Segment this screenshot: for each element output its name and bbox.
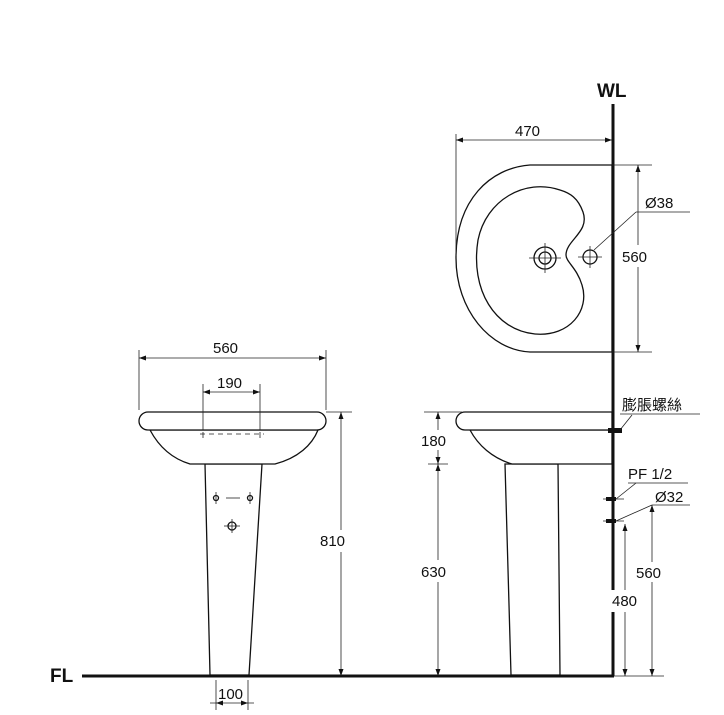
side-view: 膨脹螺絲 PF 1/2 Ø32 180 630 480 [419, 397, 700, 677]
dim-drain-dia: Ø32 [655, 489, 683, 506]
basin-bowl-top [476, 186, 585, 335]
dim-drain-height: 480 [612, 593, 637, 610]
front-bowl [148, 429, 319, 465]
drain-fitting-label: PF 1/2 [628, 466, 672, 483]
anchor-bolt-label: 膨脹螺絲 [622, 397, 682, 414]
side-bowl [468, 429, 613, 465]
front-basin-rim [138, 411, 327, 431]
side-pedestal [504, 463, 561, 676]
dim-pedestal-width: 100 [218, 686, 243, 703]
floor-line-label: FL [50, 666, 74, 687]
dim-tap-hole: Ø38 [645, 195, 673, 212]
front-view: 560 190 810 100 [138, 340, 358, 710]
top-view: 470 560 Ø38 [455, 123, 690, 353]
dim-top-width: 470 [515, 123, 540, 140]
front-pedestal [204, 463, 263, 676]
side-basin-rim [455, 411, 613, 431]
dim-pedestal-height: 630 [421, 564, 446, 581]
dim-front-height: 810 [320, 533, 345, 550]
dim-tap-spacing: 190 [217, 375, 242, 392]
dim-front-width: 560 [213, 340, 238, 357]
dim-bowl-depth: 180 [421, 433, 446, 450]
dim-supply-height: 560 [636, 565, 661, 582]
anchor-bolt [608, 428, 622, 433]
wall-line-label: WL [597, 81, 627, 102]
dim-top-depth: 560 [622, 249, 647, 266]
